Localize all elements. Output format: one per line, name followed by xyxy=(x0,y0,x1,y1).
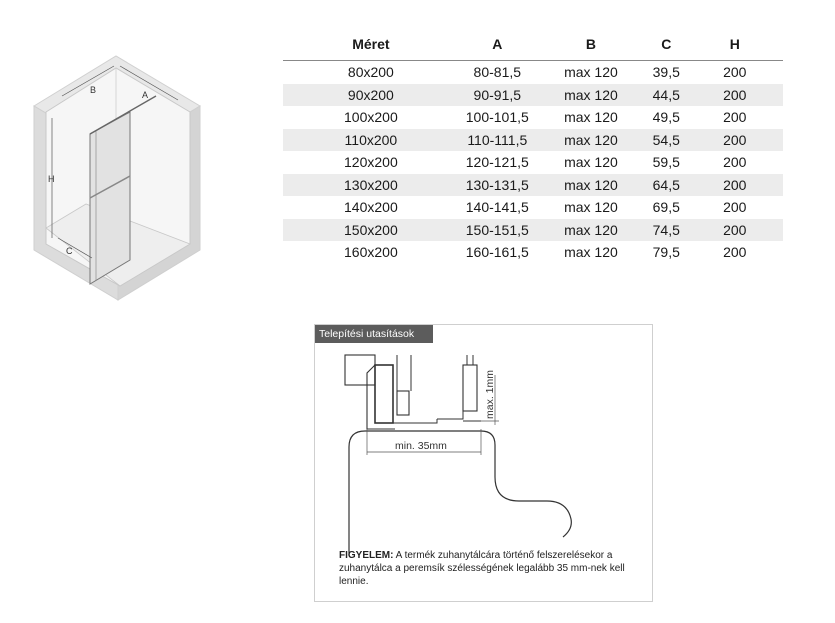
cell-h: 200 xyxy=(723,109,747,126)
cell-size: 150x200 xyxy=(283,218,459,241)
cell-a: 80-81,5 xyxy=(473,64,522,81)
cell-a: 110-111,5 xyxy=(458,128,536,151)
support-bar xyxy=(89,95,157,135)
cell-a: 120-121,5 xyxy=(465,154,529,171)
header-a: A xyxy=(458,28,536,61)
header-b: B xyxy=(535,28,647,61)
cell-h: 200 xyxy=(723,154,747,171)
table-row: 140x200 140-141,5 max 120 69,5 200 xyxy=(283,196,783,219)
cell-size: 160x200 xyxy=(344,244,398,261)
cell-c: 39,5 xyxy=(652,64,680,81)
table-header-row: Méret A B C H xyxy=(283,28,783,61)
cell-a: 100-101,5 xyxy=(465,109,529,126)
header-c: C xyxy=(646,28,687,61)
cell-b: max 120 xyxy=(564,244,618,261)
cell-c: 79,5 xyxy=(652,244,680,261)
cell-c: 54,5 xyxy=(646,128,687,151)
cell-b: max 120 xyxy=(535,218,647,241)
cell-h: 200 xyxy=(686,83,783,106)
cell-c: 69,5 xyxy=(652,199,680,216)
dimension-table: Méret A B C H 80x200 80-81,5 max 120 39,5 20… xyxy=(283,28,783,264)
dimension-label-h: H xyxy=(48,174,55,184)
cell-h: 200 xyxy=(686,173,783,196)
cell-h: 200 xyxy=(723,64,747,81)
cell-h: 200 xyxy=(723,244,747,261)
warning-note: FIGYELEM: A termék zuhanytálcára történő… xyxy=(339,549,644,588)
shower-tray-outline xyxy=(348,430,572,553)
table-row: 160x200 160-161,5 max 120 79,5 200 xyxy=(283,241,783,264)
cell-size: 90x200 xyxy=(283,83,459,106)
dimension-label-b: B xyxy=(90,85,96,95)
dimension-label-c: C xyxy=(66,246,73,256)
installation-tab-label: Telepítési utasítások xyxy=(315,325,433,343)
warning-note-bold: FIGYELEM: xyxy=(339,550,394,561)
warning-note-text: A termék zuhanytálcára történő felszerel… xyxy=(339,550,625,587)
cell-b: max 120 xyxy=(564,199,618,216)
dimension-label-a: A xyxy=(142,90,148,100)
cell-a: 160-161,5 xyxy=(465,244,529,261)
cell-h: 200 xyxy=(723,199,747,216)
cell-c: 44,5 xyxy=(646,83,687,106)
cell-size: 100x200 xyxy=(344,109,398,126)
cell-size: 130x200 xyxy=(283,173,459,196)
cell-size: 80x200 xyxy=(347,64,394,81)
cell-b: max 120 xyxy=(564,109,618,126)
shower-isometric-illustration: B A H C xyxy=(33,55,201,301)
cell-size: 120x200 xyxy=(344,154,398,171)
table-row: 120x200 120-121,5 max 120 59,5 200 xyxy=(283,151,783,174)
cell-c: 74,5 xyxy=(646,218,687,241)
table-row: 100x200 100-101,5 max 120 49,5 200 xyxy=(283,106,783,129)
cell-b: max 120 xyxy=(564,64,618,81)
min-35mm-label: min. 35mm xyxy=(395,440,447,452)
cell-b: max 120 xyxy=(564,154,618,171)
header-meret: Méret xyxy=(283,28,459,61)
cell-a: 90-91,5 xyxy=(458,83,536,106)
max-1mm-label: max. 1mm xyxy=(484,370,496,419)
installation-diagram: min. 35mm max. 1mm xyxy=(344,354,572,553)
cell-b: max 120 xyxy=(535,173,647,196)
cell-a: 130-131,5 xyxy=(458,173,536,196)
cell-b: max 120 xyxy=(535,128,647,151)
cell-c: 64,5 xyxy=(646,173,687,196)
cell-b: max 120 xyxy=(535,83,647,106)
installation-panel: min. 35mm max. 1mm Telepítési utasítások… xyxy=(314,324,653,602)
cell-a: 140-141,5 xyxy=(465,199,529,216)
cell-h: 200 xyxy=(686,218,783,241)
cell-a: 150-151,5 xyxy=(458,218,536,241)
header-h: H xyxy=(686,28,783,61)
table-row: 80x200 80-81,5 max 120 39,5 200 xyxy=(283,61,783,84)
cell-c: 59,5 xyxy=(652,154,680,171)
cell-size: 140x200 xyxy=(344,199,398,216)
cell-h: 200 xyxy=(686,128,783,151)
cell-c: 49,5 xyxy=(652,109,680,126)
cell-size: 110x200 xyxy=(283,128,459,151)
